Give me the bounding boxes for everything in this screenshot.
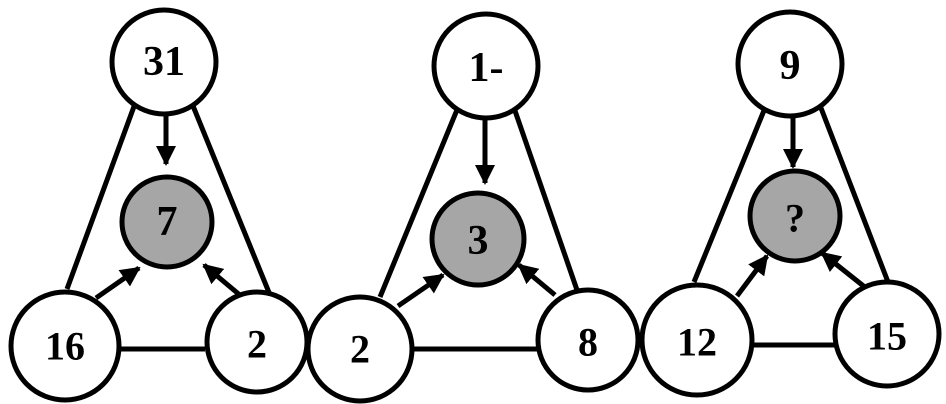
arrow-left-to-center [396,272,445,309]
edge-top-left [64,100,139,290]
node-center-value: ? [785,196,805,241]
node-right: 8 [535,287,641,393]
edge-top-left [377,104,462,298]
edge-top-right [188,100,273,296]
triangle-1: 31 7 16 2 [8,7,310,403]
node-top: 1- [431,11,541,121]
node-center-value: 3 [468,218,489,264]
node-right: 15 [832,279,942,389]
triangle-3: 9 ? 12 15 [639,9,942,398]
node-top: 9 [735,9,845,119]
node-center: 3 [429,190,527,288]
node-center-value: 7 [157,199,178,245]
node-left: 16 [8,289,122,403]
arrow-left-to-center [735,254,769,298]
edge-top-right [818,107,891,283]
arrow-right-to-center [517,263,557,297]
node-left: 12 [639,282,755,398]
node-top-value: 1- [469,45,504,91]
node-left: 2 [305,294,415,404]
node-center: ? [747,168,843,264]
node-top-value: 9 [780,43,801,89]
node-top: 31 [109,7,219,117]
edge-top-left [691,107,768,283]
arrow-right-to-center [820,251,868,290]
node-top-value: 31 [143,39,185,85]
node-right-value: 8 [578,320,598,365]
arrow-right-to-center [202,263,243,298]
node-left-value: 12 [677,320,717,365]
node-right: 2 [204,289,310,395]
node-left-value: 16 [45,324,85,369]
arrow-left-to-center [94,265,141,301]
triangle-2: 1- 3 2 8 [305,11,641,404]
node-right-value: 15 [867,314,907,359]
node-right-value: 2 [247,322,267,367]
node-left-value: 2 [350,327,370,372]
node-center: 7 [119,174,215,270]
edge-top-right [510,104,580,291]
